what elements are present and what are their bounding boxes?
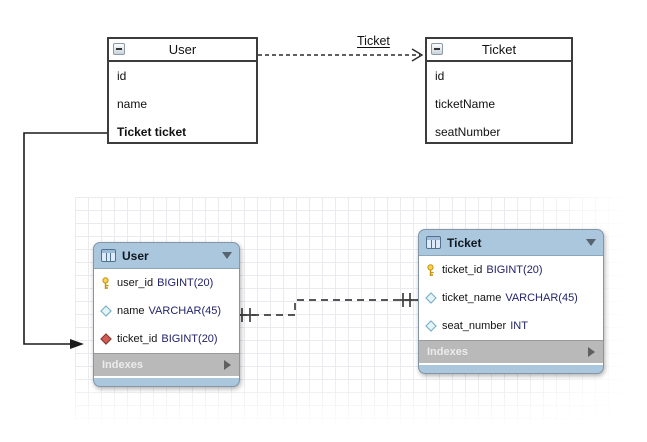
column-type: BIGINT(20) (161, 333, 218, 345)
table-icon (101, 249, 116, 262)
uml-field[interactable]: ticketName (435, 97, 496, 111)
indexes-section[interactable]: Indexes (419, 341, 603, 363)
er-table-user[interactable]: User user_id BIGINT(20) name VARCHAR(45) (93, 242, 240, 387)
table-column-row[interactable]: ticket_id BIGINT(20) (94, 325, 239, 353)
table-bottom-strip (94, 376, 239, 386)
minus-icon[interactable] (113, 43, 125, 55)
er-table-user-header[interactable]: User (94, 243, 239, 268)
triangle-right-icon[interactable] (224, 360, 231, 370)
column-name: ticket_id (442, 264, 483, 276)
er-table-title: User (122, 248, 149, 263)
er-table-ticket-columns: ticket_id BIGINT(20) ticket_name VARCHAR… (419, 255, 603, 341)
primary-key-icon (427, 263, 434, 276)
uml-field[interactable]: Ticket ticket (117, 125, 187, 139)
table-column-row[interactable]: ticket_id BIGINT(20) (419, 256, 603, 284)
table-bottom-strip (419, 363, 603, 373)
column-name: user_id (117, 277, 154, 289)
indexes-label: Indexes (427, 346, 468, 358)
table-icon (426, 236, 441, 249)
minus-icon[interactable] (431, 43, 443, 55)
indexes-label: Indexes (102, 359, 143, 371)
column-diamond-icon (425, 292, 437, 304)
column-type: VARCHAR(45) (505, 292, 578, 304)
uml-class-user-header[interactable]: User (109, 39, 256, 62)
triangle-down-icon[interactable] (586, 239, 596, 246)
uml-class-ticket[interactable]: Ticket id ticketName seatNumber (425, 37, 573, 144)
column-type: INT (510, 320, 528, 332)
column-diamond-icon (425, 320, 437, 332)
er-table-user-columns: user_id BIGINT(20) name VARCHAR(45) tick… (94, 268, 239, 354)
uml-field[interactable]: id (117, 69, 127, 83)
primary-key-icon (102, 276, 109, 289)
column-type: VARCHAR(45) (148, 305, 222, 317)
er-table-ticket-header[interactable]: Ticket (419, 230, 603, 255)
table-column-row[interactable]: user_id BIGINT(20) (94, 269, 239, 297)
uml-association-line (258, 48, 424, 62)
uml-field[interactable]: id (435, 69, 445, 83)
uml-field[interactable]: name (117, 97, 148, 111)
triangle-down-icon[interactable] (222, 252, 232, 259)
table-column-row[interactable]: ticket_name VARCHAR(45) (419, 284, 603, 312)
er-table-title: Ticket (447, 235, 482, 250)
foreign-key-diamond-icon (100, 333, 112, 345)
uml-class-ticket-header[interactable]: Ticket (427, 39, 571, 62)
uml-field[interactable]: seatNumber (435, 125, 501, 139)
table-column-row[interactable]: seat_number INT (419, 312, 603, 340)
column-name: name (117, 305, 145, 317)
column-name: ticket_id (117, 333, 158, 345)
table-column-row[interactable]: name VARCHAR(45) (94, 297, 239, 325)
indexes-section[interactable]: Indexes (94, 354, 239, 376)
column-name: seat_number (442, 320, 507, 332)
uml-class-title: User (168, 42, 197, 57)
column-type: BIGINT(20) (486, 264, 543, 276)
triangle-right-icon[interactable] (588, 347, 595, 357)
er-table-ticket[interactable]: Ticket ticket_id BIGINT(20) ticket_name … (418, 229, 604, 374)
column-type: BIGINT(20) (157, 277, 214, 289)
association-label: Ticket (357, 34, 390, 48)
uml-class-title: Ticket (481, 42, 517, 57)
column-diamond-icon (100, 305, 112, 317)
uml-class-user[interactable]: User id name Ticket ticket (107, 37, 258, 144)
column-name: ticket_name (442, 292, 502, 304)
